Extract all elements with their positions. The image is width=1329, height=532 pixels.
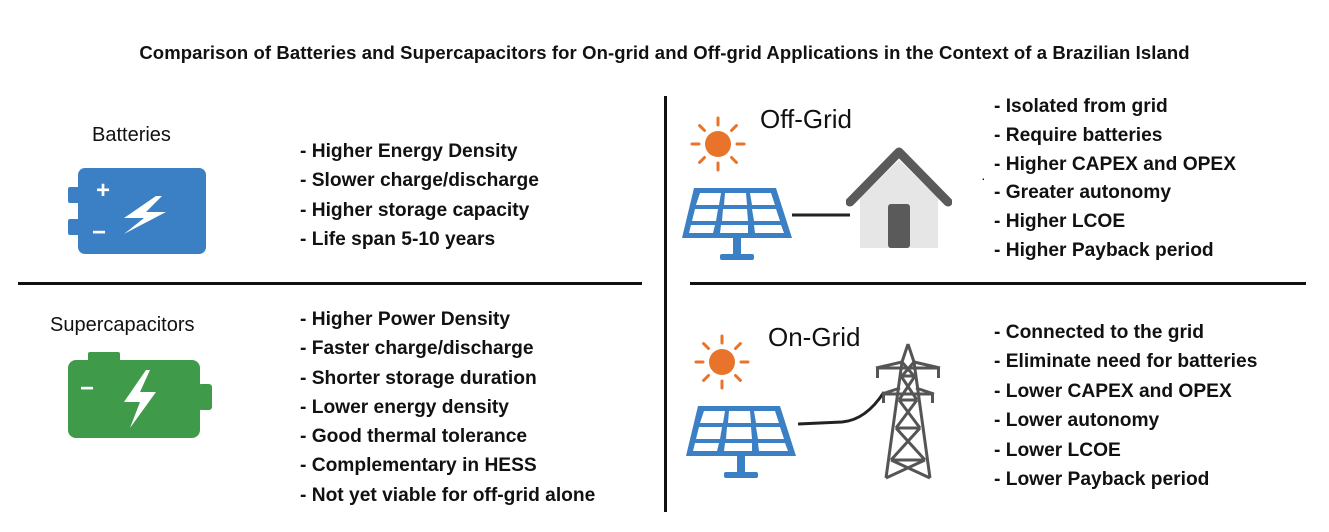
lightning-bolt-icon [124,196,166,234]
house-icon [846,147,952,248]
supercapacitors-feature-list: - Higher Power Density - Faster charge/d… [300,309,595,514]
list-item: - Not yet viable for off-grid alone [300,484,596,506]
list-item: - Higher Energy Density [300,141,518,162]
list-item: - Shorter storage duration [300,367,537,389]
list-item: - Higher storage capacity [300,199,530,221]
list-item: - Eliminate need for batteries [994,351,1258,373]
off-grid-connector [792,213,850,217]
battery-terminal-bottom [68,219,80,235]
list-item: - Require batteries [994,124,1163,146]
off-grid-feature-list: - Isolated from grid - Require batteries… [994,96,1236,269]
battery-plus-sign: + [96,177,110,204]
battery-minus-sign: − [92,219,106,246]
list-item: - Lower energy density [300,396,509,418]
list-item: - Connected to the grid [994,322,1204,343]
left-horizontal-divider [18,282,642,285]
batteries-feature-list: - Higher Energy Density - Slower charge/… [300,141,539,258]
solar-panel-icon [686,406,796,478]
battery-icon: + − [68,168,206,254]
list-item: - Complementary in HESS [300,455,537,477]
list-item: - Higher Power Density [300,309,511,330]
transmission-tower-icon [875,343,941,480]
list-item: - Lower CAPEX and OPEX [994,380,1232,402]
list-item: - Lower autonomy [994,410,1160,432]
list-item: - Higher Payback period [994,239,1214,261]
list-item: - Good thermal tolerance [300,426,528,448]
on-grid-label: On-Grid [768,322,861,352]
vertical-divider [664,96,667,512]
batteries-label: Batteries [92,124,171,146]
sun-icon [694,334,750,390]
list-item: - Lower Payback period [994,468,1210,490]
list-item: - Isolated from grid [994,96,1168,117]
list-item: - Lower LCOE [994,439,1121,461]
supercapacitor-minus-sign: − [80,375,94,402]
lightning-bolt-icon [124,370,156,428]
page-title: Comparison of Batteries and Supercapacit… [139,42,1190,63]
off-grid-label: Off-Grid [760,104,852,134]
on-grid-feature-list: - Connected to the grid - Eliminate need… [994,322,1257,498]
list-item: - Higher CAPEX and OPEX [994,153,1237,175]
list-item: - Faster charge/discharge [300,338,534,360]
list-item: - Life span 5-10 years [300,228,496,250]
sun-icon [690,116,746,172]
stray-mark: · [981,170,986,186]
right-horizontal-divider [690,282,1306,285]
door-icon [888,204,910,248]
list-item: - Higher LCOE [994,211,1126,233]
supercapacitor-terminal [198,384,212,410]
list-item: - Slower charge/discharge [300,170,539,192]
supercapacitor-icon: − [68,352,212,438]
on-grid-cable [797,391,886,426]
solar-panel-icon [682,188,792,260]
supercapacitors-label: Supercapacitors [50,314,195,336]
list-item: - Greater autonomy [994,182,1171,204]
battery-terminal-top [68,187,80,203]
